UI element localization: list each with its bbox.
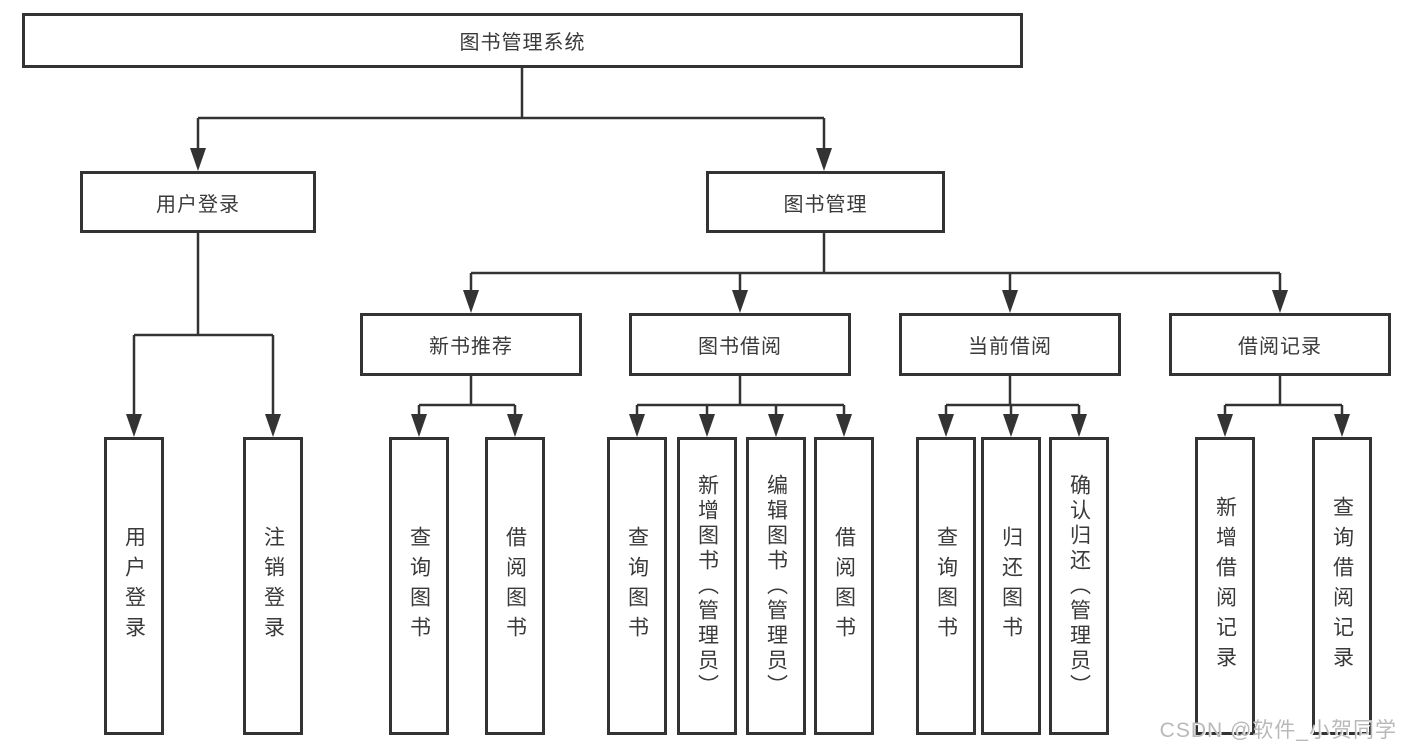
node-current-borrow: 当前借阅: [899, 313, 1121, 376]
leaf-bb-borrow-books: 借阅图书: [814, 437, 874, 735]
leaf-br-query-record: 查询借阅记录: [1312, 437, 1372, 735]
node-new-book-recommend: 新书推荐: [360, 313, 582, 376]
leaf-bb-query-books-label: 查询图书: [625, 526, 649, 646]
leaf-cb-confirm-return-admin: 确认归还（管理员）: [1049, 437, 1109, 735]
leaf-logout: 注销登录: [243, 437, 303, 735]
leaf-br-query-record-label: 查询借阅记录: [1330, 496, 1354, 676]
node-book-borrow: 图书借阅: [629, 313, 851, 376]
node-borrow-record-label: 借阅记录: [1238, 336, 1322, 358]
leaf-cb-confirm-return-admin-label: 确认归还（管理员）: [1067, 473, 1091, 699]
leaf-br-add-record: 新增借阅记录: [1195, 437, 1255, 735]
leaf-bb-query-books: 查询图书: [607, 437, 667, 735]
node-current-borrow-label: 当前借阅: [968, 336, 1052, 358]
node-book-management-label: 图书管理: [783, 193, 868, 216]
leaf-nb-query-books: 查询图书: [389, 437, 449, 735]
node-new-book-recommend-label: 新书推荐: [429, 336, 513, 358]
leaf-cb-query-books-label: 查询图书: [934, 526, 958, 646]
leaf-br-add-record-label: 新增借阅记录: [1213, 496, 1237, 676]
node-borrow-record: 借阅记录: [1169, 313, 1391, 376]
node-root-label: 图书管理系统: [459, 32, 586, 54]
node-user-login: 用户登录: [80, 171, 316, 233]
leaf-bb-borrow-books-label: 借阅图书: [832, 526, 856, 646]
node-root: 图书管理系统: [22, 13, 1023, 68]
node-book-borrow-label: 图书借阅: [698, 336, 782, 358]
leaf-user-login: 用户登录: [104, 437, 164, 735]
watermark: CSDN @软件_小贺同学: [1159, 719, 1397, 742]
leaf-bb-add-book-admin: 新增图书（管理员）: [677, 437, 737, 735]
leaf-nb-borrow-books: 借阅图书: [485, 437, 545, 735]
leaf-bb-edit-book-admin: 编辑图书（管理员）: [746, 437, 806, 735]
leaf-user-login-label: 用户登录: [122, 526, 146, 646]
leaf-cb-return-books-label: 归还图书: [999, 526, 1023, 646]
node-book-management: 图书管理: [706, 171, 945, 233]
leaf-logout-label: 注销登录: [261, 526, 285, 646]
leaf-bb-add-book-admin-label: 新增图书（管理员）: [695, 473, 719, 699]
leaf-nb-query-books-label: 查询图书: [407, 526, 431, 646]
node-user-login-label: 用户登录: [156, 193, 240, 216]
leaf-cb-query-books: 查询图书: [916, 437, 976, 735]
leaf-cb-return-books: 归还图书: [981, 437, 1041, 735]
leaf-nb-borrow-books-label: 借阅图书: [503, 526, 527, 646]
leaf-bb-edit-book-admin-label: 编辑图书（管理员）: [764, 473, 788, 699]
